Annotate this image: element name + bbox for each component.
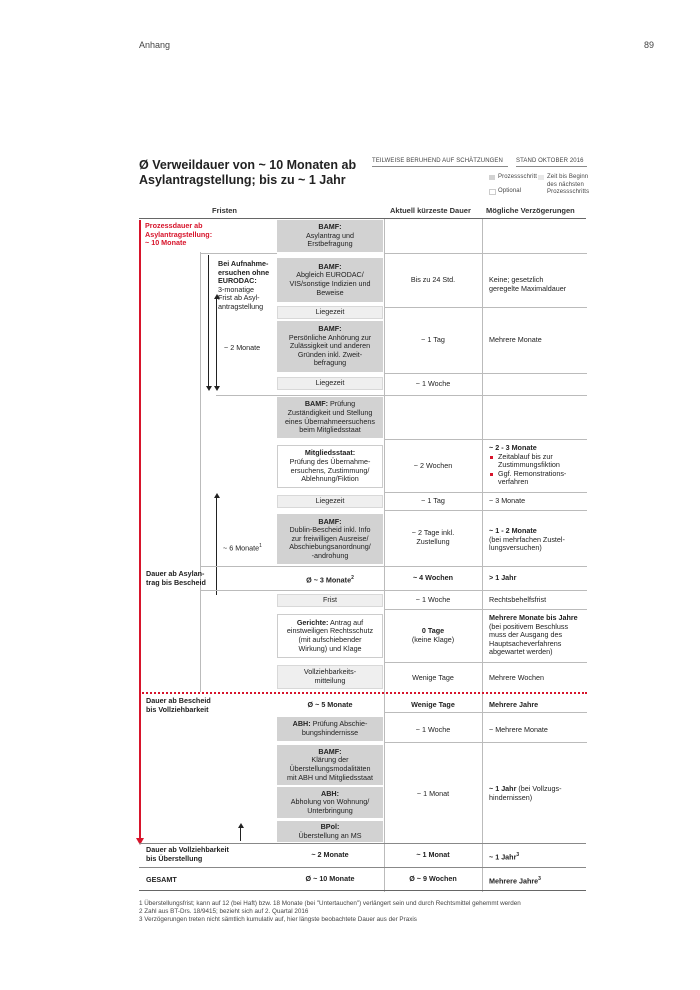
delay-vollziehbarkeit: Mehrere Wochen	[489, 673, 544, 682]
label-aufnahmeersuchen: Bei Aufnahme- ersuchen ohne EURODAC: 3-m…	[218, 259, 270, 311]
step-vollziehbarkeitsmitteilung: Vollziehbarkeits- mitteilung	[277, 665, 383, 689]
summary-gesamt: Ø ~ 10 Monate	[305, 874, 355, 883]
legend-zeit-swatch	[538, 175, 544, 180]
bescheid-separator	[139, 692, 587, 694]
duration-frist: ~ 1 Woche	[415, 595, 451, 604]
duration-liegezeit-3: ~ 1 Tag	[421, 496, 445, 505]
summary-zwei-monate: ~ 2 Monate	[311, 850, 349, 859]
summary-fuenf-monate: Ø ~ 5 Monate	[307, 700, 353, 709]
step-pruefung-zustaendigkeit: BAMF: Prüfung Zuständigkeit und Stellung…	[277, 397, 383, 438]
duration-gerichte: 0 Tage (keine Klage)	[411, 626, 455, 644]
delay-bullet: Ggf. Remonstrations-verfahren	[489, 469, 585, 487]
footnotes: 1 Überstellungsfrist; kann auf 12 (bei H…	[139, 900, 589, 924]
label-dauer-ueberstellung: Dauer ab Vollziehbarkeit bis Überstellun…	[146, 845, 229, 863]
label-sechs-monate: ~ 6 Monate1	[223, 543, 262, 553]
duration-mitgliedsstaat: ~ 2 Wochen	[413, 461, 453, 470]
summary-drei-monate: Ø ~ 3 Monate2	[306, 575, 354, 585]
column-kuerzeste-dauer: Aktuell kürzeste Dauer	[390, 206, 471, 215]
column-divider-2	[482, 219, 483, 892]
column-fristen: Fristen	[212, 206, 238, 215]
legend-zeit: Zeit bis Beginn des nächsten Prozessschr…	[547, 174, 590, 195]
step-asylantrag: BAMF: Asylantrag und Erstbefragung	[277, 220, 383, 252]
estimate-note: TEILWEISE BERUHEND AUF SCHÄTZUNGEN	[372, 158, 503, 164]
delay-frist: Rechtsbehelfsfrist	[489, 595, 547, 604]
duration-liegezeit-2: ~ 1 Woche	[415, 379, 451, 388]
step-dublin-bescheid: BAMF: Dublin-Bescheid inkl. Info zur fre…	[277, 514, 383, 564]
delay-bis-ueberstellung: ~ 1 Jahr3	[489, 852, 520, 862]
prozessdauer-arrow	[139, 220, 141, 840]
label-zwei-monate: ~ 2 Monate	[224, 343, 261, 352]
duration-gesamt: Ø ~ 9 Wochen	[409, 874, 457, 883]
delay-gesamt: Mehrere Jahre3	[489, 876, 541, 886]
duration-vollziehbarkeit: Wenige Tage	[412, 673, 454, 682]
footnote-3: 3 Verzögerungen treten nicht sämtlich ku…	[139, 916, 417, 923]
step-abschiebungshindernisse: ABH: Prüfung Abschie- bungshindernisse	[277, 717, 383, 741]
duration-abgleich: Bis zu 24 Std.	[410, 275, 456, 284]
step-ueberstellung-bpol: BPol: Überstellung an MS	[277, 821, 383, 842]
duration-ueberstellung: ~ 1 Monat	[416, 789, 450, 798]
page-number: 89	[644, 40, 655, 50]
step-abgleich-eurodac: BAMF: Abgleich EURODAC/ VIS/sonstige Ind…	[277, 258, 383, 302]
delay-dublin-bescheid: ~ 1 - 2 Monate (bei mehrfachen Zustel- l…	[489, 526, 565, 553]
ueberstellung-arrow	[240, 827, 241, 841]
step-liegezeit-1: Liegezeit	[277, 306, 383, 319]
step-ueberstellungsmodalitaeten: BAMF: Klärung der Überstellungsmodalität…	[277, 745, 383, 785]
step-anhoerung: BAMF: Persönliche Anhörung zur Zulässigk…	[277, 321, 383, 372]
legend-prozessschritt-swatch	[489, 175, 495, 180]
sechs-monate-arrow	[216, 497, 217, 595]
duration-bis-vollziehbarkeit: Wenige Tage	[411, 700, 455, 709]
label-dauer-vollziehbarkeit: Dauer ab Bescheid bis Vollziehbarkeit	[146, 696, 211, 714]
duration-bis-ueberstellung: ~ 1 Monat	[416, 850, 450, 859]
delay-anhoerung: Mehrere Monate	[489, 335, 542, 344]
label-prozessdauer: Prozessdauer ab Asylantragstellung: ~ 10…	[145, 221, 213, 248]
footnote-2: 2 Zahl aus BT-Drs. 18/9415; bezieht sich…	[139, 908, 309, 915]
running-header: Anhang	[139, 40, 171, 50]
step-liegezeit-2: Liegezeit	[277, 377, 383, 390]
zwei-monate-arrow	[216, 298, 217, 388]
left-divider	[200, 252, 201, 692]
page-title: Ø Verweildauer von ~ 10 Monaten ab Asyla…	[139, 158, 357, 187]
delay-abschiebungshindernisse: ~ Mehrere Monate	[489, 725, 548, 734]
legend-optional: Optional	[498, 188, 522, 194]
legend-prozessschritt: Prozessschritt	[498, 174, 538, 180]
prozessdauer-arrowhead	[136, 838, 144, 845]
duration-anhoerung: ~ 1 Tag	[421, 335, 445, 344]
delay-gerichte: Mehrere Monate bis Jahre (bei positivem …	[489, 613, 578, 657]
aufnahme-arrow	[208, 255, 209, 388]
legend-optional-swatch	[489, 189, 496, 195]
step-mitgliedsstaat: Mitgliedsstaat: Prüfung des Übernahme- e…	[277, 445, 383, 488]
column-verzoegerungen: Mögliche Verzögerungen	[486, 206, 575, 215]
stand-note: STAND OKTOBER 2016	[516, 158, 584, 164]
step-gerichte: Gerichte: Antrag auf einstweiligen Recht…	[277, 614, 383, 658]
duration-bis-bescheid: ~ 4 Wochen	[412, 573, 453, 582]
label-dauer-bescheid: Dauer ab Asylan- trag bis Bescheid	[146, 569, 206, 587]
step-liegezeit-3: Liegezeit	[277, 495, 383, 508]
table-top-rule	[139, 218, 586, 219]
step-frist: Frist	[277, 594, 383, 607]
duration-abschiebungshindernisse: ~ 1 Woche	[415, 725, 451, 734]
step-abholung: ABH: Abholung von Wohnung/ Unterbringung	[277, 787, 383, 818]
delay-bis-vollziehbarkeit: Mehrere Jahre	[489, 700, 539, 709]
footnote-1: 1 Überstellungsfrist; kann auf 12 (bei H…	[139, 900, 521, 907]
label-gesamt: GESAMT	[146, 875, 177, 884]
delay-bis-bescheid: > 1 Jahr	[489, 573, 517, 582]
delay-ueberstellung: ~ 1 Jahr (bei Vollzugs- hindernissen)	[489, 784, 562, 802]
column-divider-1	[384, 219, 385, 892]
duration-dublin-bescheid: ~ 2 Tage inkl. Zustellung	[411, 528, 455, 546]
delay-liegezeit-3: ~ 3 Monate	[489, 496, 526, 505]
delay-abgleich: Keine; gesetzlich geregelte Maximaldauer	[489, 275, 567, 293]
